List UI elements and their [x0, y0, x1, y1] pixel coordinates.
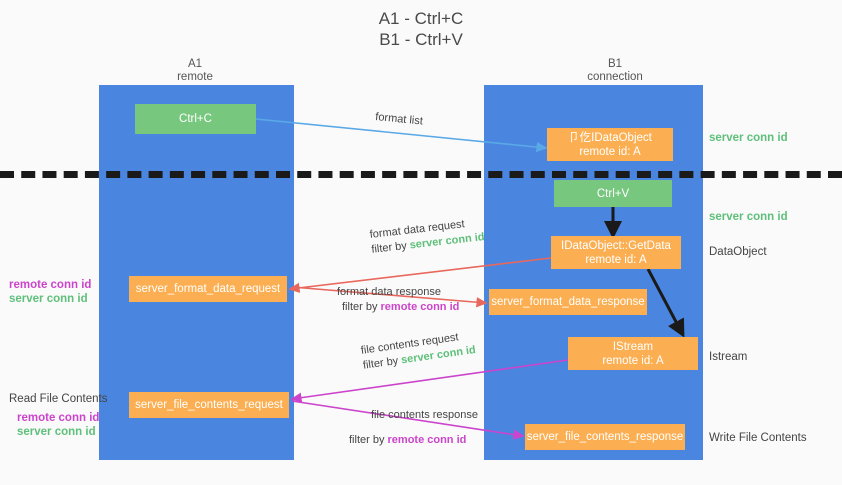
lane-header-a1-title: A1	[187, 58, 203, 70]
label-conn-ids-lower: remote conn id server conn id	[17, 411, 99, 439]
box-idataobject-line2: remote id: A	[579, 145, 641, 158]
edge-label-format-data-response-filter: filter by remote conn id	[337, 300, 459, 315]
label-server-conn-id-upper: server conn id	[9, 293, 88, 305]
label-dataobject-text: DataObject	[709, 246, 767, 258]
box-ctrl-c-label: Ctrl+C	[179, 113, 212, 125]
box-ctrl-v[interactable]: Ctrl+V	[554, 180, 672, 207]
lane-header-a1: A1 remote	[135, 58, 255, 84]
title-line-2: B1 - Ctrl+V	[379, 30, 463, 49]
edge-label-file-contents-response-text: file contents response	[371, 409, 479, 421]
label-server-conn-id-mid: server conn id	[709, 210, 788, 224]
arrow-format-data-request	[288, 257, 552, 293]
label-istream: Istream	[709, 350, 747, 364]
box-server-file-contents-response-label: server_file_contents_response	[526, 431, 684, 443]
label-server-conn-id-lower: server conn id	[17, 426, 96, 438]
box-istream-line1: IStream	[612, 340, 654, 353]
box-idataobject-line1: 卩仡IDataObject	[568, 131, 652, 144]
box-server-file-contents-request[interactable]: server_file_contents_request	[129, 392, 289, 418]
lane-header-b1-subtitle: connection	[587, 71, 643, 83]
label-dataobject: DataObject	[709, 245, 767, 259]
label-server-conn-id-mid-text: server conn id	[709, 211, 788, 223]
edge-label-format-data-response-text: format data response	[337, 286, 441, 298]
label-server-conn-id-top-text: server conn id	[709, 132, 788, 144]
label-read-file-contents-text: Read File Contents	[9, 393, 108, 405]
label-conn-ids-upper: remote conn id server conn id	[9, 278, 91, 306]
arrow-file-contents-request	[290, 359, 569, 403]
label-write-file-contents-text: Write File Contents	[709, 432, 807, 444]
lane-header-a1-subtitle: remote	[177, 71, 213, 83]
label-read-file-contents: Read File Contents	[9, 392, 107, 406]
diagram-title: A1 - Ctrl+C B1 - Ctrl+V	[0, 8, 842, 50]
box-istream-line2: remote id: A	[602, 354, 664, 367]
box-getdata-line1: IDataObject::GetData	[561, 239, 671, 252]
filter-prefix: filter by	[342, 301, 381, 313]
filter-prefix: filter by	[362, 354, 403, 372]
box-server-format-data-response-label: server_format_data_response	[491, 296, 645, 308]
box-istream[interactable]: IStream remote id: A	[568, 337, 698, 370]
box-server-file-contents-response[interactable]: server_file_contents_response	[525, 424, 685, 450]
box-idataobject-getdata[interactable]: IDataObject::GetData remote id: A	[551, 236, 681, 269]
box-server-format-data-request-label: server_format_data_request	[135, 283, 281, 295]
lane-header-b1: B1 connection	[545, 58, 685, 84]
edge-label-file-contents-response-filter: filter by remote conn id	[349, 423, 478, 448]
filter-prefix: filter by	[349, 434, 388, 446]
filter-value-remote-conn-id: remote conn id	[387, 434, 467, 446]
box-ctrl-v-label: Ctrl+V	[596, 187, 630, 200]
box-ctrl-c[interactable]: Ctrl+C	[135, 104, 256, 134]
edge-label-file-contents-response: file contents response filter by remote …	[349, 408, 478, 448]
box-server-format-data-response[interactable]: server_format_data_response	[489, 289, 647, 315]
box-getdata-line2: remote id: A	[585, 253, 647, 266]
arrow-format-data-response	[291, 286, 488, 308]
edge-label-format-list-text: format list	[374, 110, 424, 128]
title-line-1: A1 - Ctrl+C	[378, 9, 464, 28]
arrow-file-contents-response	[291, 400, 525, 440]
box-idataobject[interactable]: 卩仡IDataObject remote id: A	[547, 128, 673, 161]
phase-divider	[0, 171, 842, 178]
box-server-format-data-request[interactable]: server_format_data_request	[129, 276, 287, 302]
lane-header-b1-title: B1	[607, 58, 623, 70]
arrow-getdata-to-istream	[646, 268, 685, 338]
filter-value-remote-conn-id: remote conn id	[380, 301, 460, 313]
label-server-conn-id-top: server conn id	[709, 131, 788, 145]
filter-prefix: filter by	[370, 239, 411, 256]
label-remote-conn-id-upper: remote conn id	[9, 279, 92, 291]
label-write-file-contents: Write File Contents	[709, 431, 807, 445]
arrow-format-list	[255, 118, 548, 153]
label-istream-text: Istream	[709, 351, 748, 363]
box-server-file-contents-request-label: server_file_contents_request	[135, 399, 283, 411]
label-remote-conn-id-lower: remote conn id	[17, 412, 100, 424]
edge-label-format-data-response: format data response filter by remote co…	[337, 285, 459, 315]
